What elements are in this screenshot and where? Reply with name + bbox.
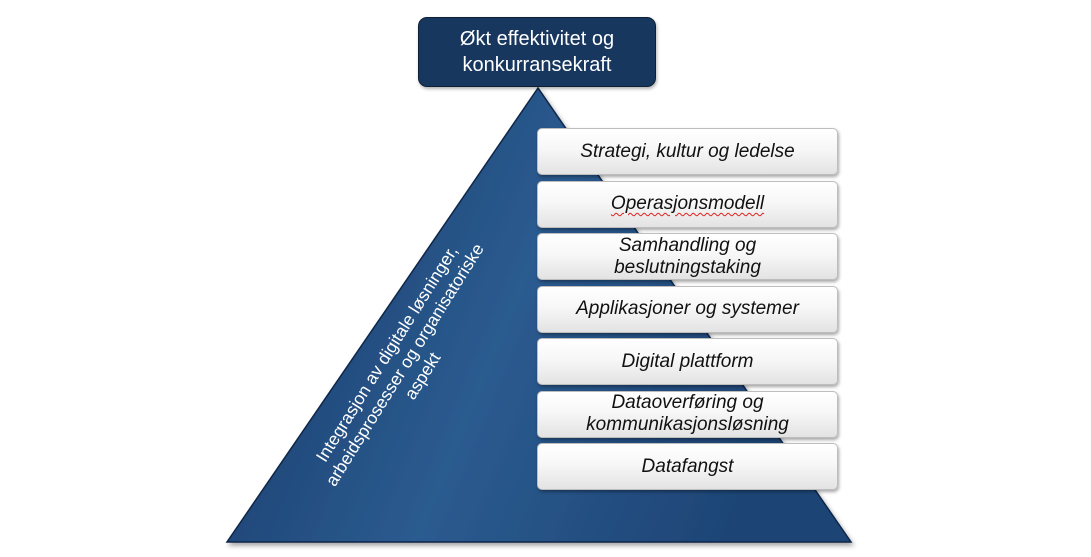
layer-applications: Applikasjoner og systemer: [537, 285, 838, 333]
layer-label: Strategi, kultur og ledelse: [580, 140, 795, 162]
layer-operating-model: Operasjonsmodell: [537, 180, 838, 228]
layer-label: Digital plattform: [621, 350, 754, 372]
goal-box: Økt effektivitet og konkurransekraft: [418, 17, 656, 87]
pyramid-layers: Strategi, kultur og ledelse Operasjonsmo…: [537, 128, 838, 496]
layer-label: Dataoverføring og: [611, 392, 764, 413]
goal-line-2: konkurransekraft: [462, 54, 612, 76]
layer-label: kommunikasjonsløsning: [586, 414, 789, 435]
layer-label: Operasjonsmodell: [610, 193, 765, 214]
layer-data-capture: Datafangst: [537, 443, 838, 490]
layer-label: beslutningstaking: [614, 256, 761, 278]
layer-strategy: Strategi, kultur og ledelse: [537, 128, 838, 175]
layer-label: Samhandling og: [618, 234, 757, 256]
layer-digital-platform: Digital plattform: [537, 338, 838, 385]
goal-line-1: Økt effektivitet og: [459, 28, 615, 50]
layer-label: Applikasjoner og systemer: [576, 298, 799, 319]
layer-data-transfer: Dataoverføring og kommunikasjonsløsning: [537, 390, 838, 438]
layer-label: Datafangst: [641, 455, 734, 477]
layer-collaboration: Samhandling og beslutningstaking: [537, 233, 838, 280]
